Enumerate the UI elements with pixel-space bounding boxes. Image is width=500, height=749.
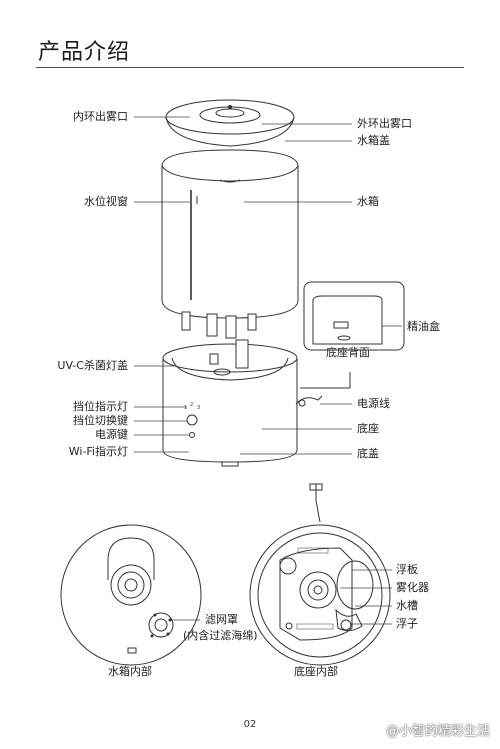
svg-text:3: 3 xyxy=(197,405,200,411)
base-back-inset xyxy=(300,281,405,389)
leader-lines-left xyxy=(134,116,190,453)
label-gear-switch: 挡位切换键 xyxy=(73,414,128,427)
page-number: 02 xyxy=(243,719,257,730)
title-divider xyxy=(36,67,464,68)
label-wifi-indicator: Wi-Fi指示灯 xyxy=(68,445,128,458)
page-title: 产品介绍 xyxy=(38,40,131,65)
label-tank-lid: 水箱盖 xyxy=(357,134,390,147)
label-float: 浮子 xyxy=(396,617,418,630)
label-base-back: 底座背面 xyxy=(326,346,370,359)
label-base: 底座 xyxy=(357,422,379,435)
label-bottom-cover: 底盖 xyxy=(357,447,379,460)
label-gear-indicator: 挡位指示灯 xyxy=(73,400,128,413)
tank-inside-illustration xyxy=(60,524,202,666)
label-uvc-lamp-cover: UV-C杀菌灯盖 xyxy=(57,359,128,372)
svg-text:2: 2 xyxy=(190,402,193,408)
watermark: @小智的精彩生活 xyxy=(385,724,490,739)
svg-text:1: 1 xyxy=(184,405,187,411)
label-water-tank: 水箱 xyxy=(357,195,379,208)
lid-illustration xyxy=(165,99,295,147)
leader-lines-right xyxy=(240,123,402,455)
label-water-window: 水位视窗 xyxy=(84,195,128,208)
label-float-plate: 浮板 xyxy=(396,563,418,576)
label-power-cord: 电源线 xyxy=(357,397,390,410)
label-filter-cover: 滤网罩 xyxy=(205,613,238,626)
label-water-trough: 水槽 xyxy=(396,599,418,612)
label-filter-note: (内含过滤海绵) xyxy=(183,629,258,642)
base-illustration: 1 2 3 xyxy=(162,339,323,467)
base-inside-illustration xyxy=(249,483,392,666)
caption-tank-inside: 水箱内部 xyxy=(108,665,152,678)
label-atomizer: 雾化器 xyxy=(396,581,429,594)
label-inner-mist-outlet: 内环出雾口 xyxy=(73,110,128,123)
tank-illustration xyxy=(161,149,299,339)
label-power-key: 电源键 xyxy=(95,428,128,441)
label-outer-mist-outlet: 外环出雾口 xyxy=(357,117,412,130)
caption-base-inside: 底座内部 xyxy=(294,665,338,678)
label-aroma-box: 精油盒 xyxy=(407,320,440,333)
